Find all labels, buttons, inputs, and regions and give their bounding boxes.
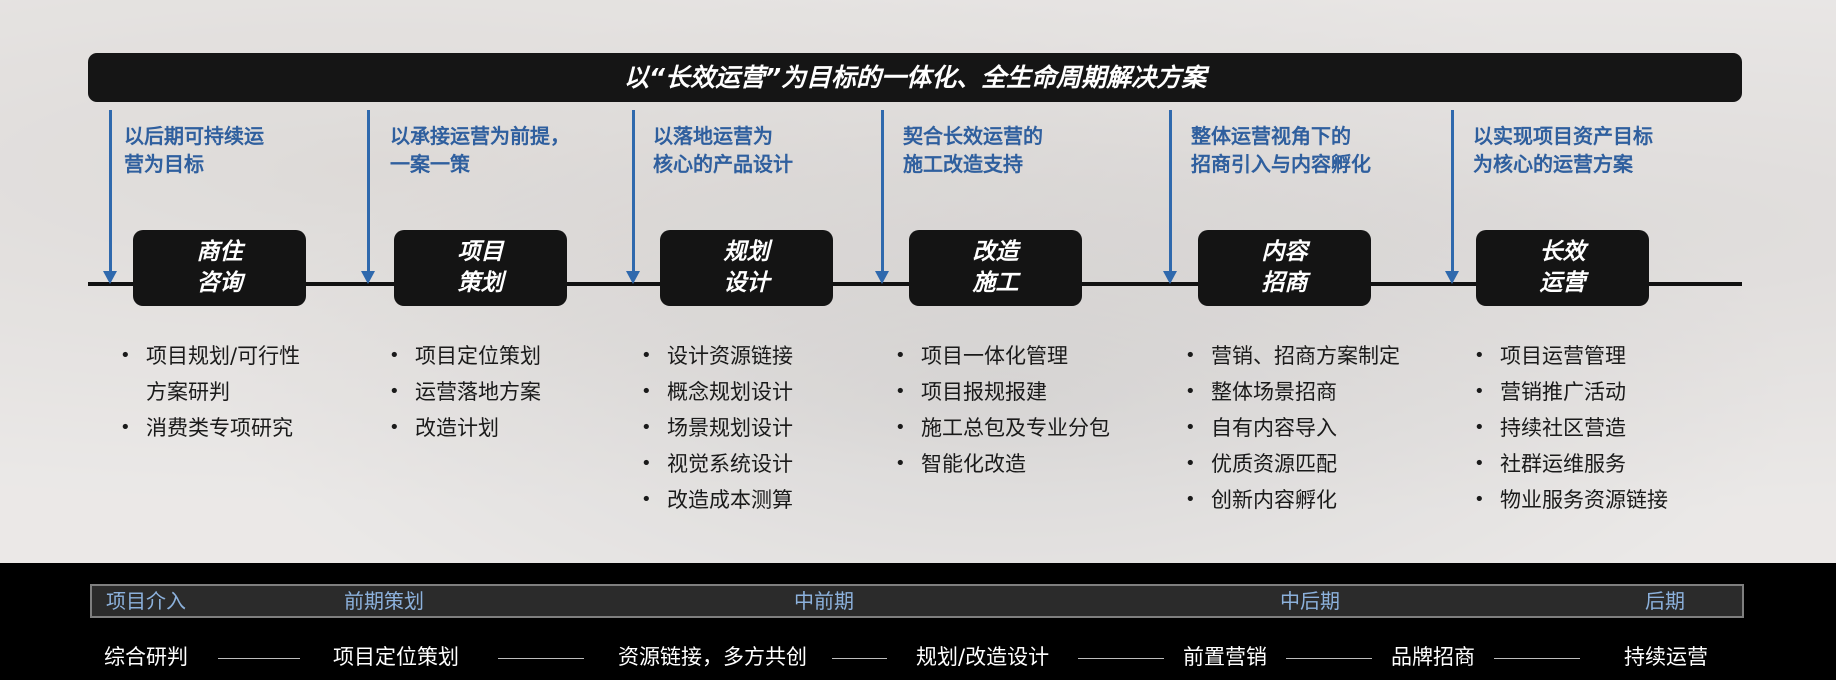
step-label: 前置营销 — [1183, 645, 1267, 669]
list-item: 物业服务资源链接 — [1474, 482, 1668, 518]
list-item: 项目定位策划 — [389, 338, 541, 374]
list-item: 营销推广活动 — [1474, 374, 1668, 410]
list-item: 项目报规报建 — [895, 374, 1110, 410]
phase-box[interactable]: 规划 设计 — [660, 230, 833, 306]
list-item: 项目运营管理 — [1474, 338, 1668, 374]
down-arrow-icon — [1445, 110, 1459, 284]
phase-box[interactable]: 商住 咨询 — [133, 230, 306, 306]
phase-box[interactable]: 内容 招商 — [1198, 230, 1371, 306]
step-label: 资源链接，多方共创 — [618, 645, 807, 669]
step-connector — [218, 658, 300, 659]
stage-bar — [90, 584, 1744, 618]
list-item: 持续社区营造 — [1474, 410, 1668, 446]
stage-label: 项目介入 — [106, 589, 186, 613]
list-item: 项目一体化管理 — [895, 338, 1110, 374]
bullet-list: 项目一体化管理 项目报规报建 施工总包及专业分包 智能化改造 — [895, 338, 1110, 482]
list-item: 社群运维服务 — [1474, 446, 1668, 482]
step-connector — [832, 658, 887, 659]
step-connector — [1078, 658, 1164, 659]
list-item: 运营落地方案 — [389, 374, 541, 410]
column-subtitle: 以实现项目资产目标 为核心的运营方案 — [1473, 124, 1653, 176]
down-arrow-icon — [626, 110, 640, 284]
phase-box[interactable]: 项目 策划 — [394, 230, 567, 306]
step-connector — [498, 658, 584, 659]
list-item: 场景规划设计 — [641, 410, 793, 446]
list-item-continuation: 方案研判 — [146, 380, 230, 404]
column-subtitle: 以后期可持续运 营为目标 — [124, 124, 264, 176]
step-connector — [1494, 658, 1580, 659]
list-item: 项目规划/可行性 — [120, 338, 300, 374]
list-item: 方案研判 — [120, 374, 300, 410]
list-item: 概念规划设计 — [641, 374, 793, 410]
column-subtitle: 整体运营视角下的 招商引入与内容孵化 — [1191, 124, 1371, 176]
step-label: 品牌招商 — [1391, 645, 1475, 669]
down-arrow-icon — [875, 110, 889, 284]
list-item: 视觉系统设计 — [641, 446, 793, 482]
list-item: 改造计划 — [389, 410, 541, 446]
step-connector — [1286, 658, 1372, 659]
step-label: 项目定位策划 — [333, 645, 459, 669]
list-item: 优质资源匹配 — [1185, 446, 1400, 482]
list-item: 设计资源链接 — [641, 338, 793, 374]
list-item: 施工总包及专业分包 — [895, 410, 1110, 446]
bullet-list: 项目运营管理 营销推广活动 持续社区营造 社群运维服务 物业服务资源链接 — [1474, 338, 1668, 518]
stage-label: 前期策划 — [344, 589, 424, 613]
column-subtitle: 以落地运营为 核心的产品设计 — [653, 124, 793, 176]
bullet-list: 项目规划/可行性 方案研判 消费类专项研究 — [120, 338, 300, 446]
list-item: 创新内容孵化 — [1185, 482, 1400, 518]
stage-label: 后期 — [1645, 589, 1685, 613]
list-item: 改造成本测算 — [641, 482, 793, 518]
list-item: 智能化改造 — [895, 446, 1110, 482]
footer-band — [0, 563, 1836, 680]
bullet-list: 营销、招商方案制定 整体场景招商 自有内容导入 优质资源匹配 创新内容孵化 — [1185, 338, 1400, 518]
step-label: 规划/改造设计 — [916, 645, 1050, 669]
phase-box[interactable]: 改造 施工 — [909, 230, 1082, 306]
banner-title: 以“长效运营”为目标的一体化、全生命周期解决方案 — [88, 53, 1742, 102]
column-subtitle: 契合长效运营的 施工改造支持 — [903, 124, 1043, 176]
down-arrow-icon — [361, 110, 375, 284]
list-item: 消费类专项研究 — [120, 410, 300, 446]
bullet-list: 设计资源链接 概念规划设计 场景规划设计 视觉系统设计 改造成本测算 — [641, 338, 793, 518]
list-item: 自有内容导入 — [1185, 410, 1400, 446]
step-label: 综合研判 — [104, 645, 188, 669]
step-label: 持续运营 — [1624, 645, 1708, 669]
bullet-list: 项目定位策划 运营落地方案 改造计划 — [389, 338, 541, 446]
phase-box[interactable]: 长效 运营 — [1476, 230, 1649, 306]
column-subtitle: 以承接运营为前提， 一案一策 — [390, 124, 570, 176]
list-item: 整体场景招商 — [1185, 374, 1400, 410]
stage-label: 中后期 — [1280, 589, 1340, 613]
list-item: 营销、招商方案制定 — [1185, 338, 1400, 374]
down-arrow-icon — [1163, 110, 1177, 284]
stage-label: 中前期 — [794, 589, 854, 613]
down-arrow-icon — [103, 110, 117, 284]
